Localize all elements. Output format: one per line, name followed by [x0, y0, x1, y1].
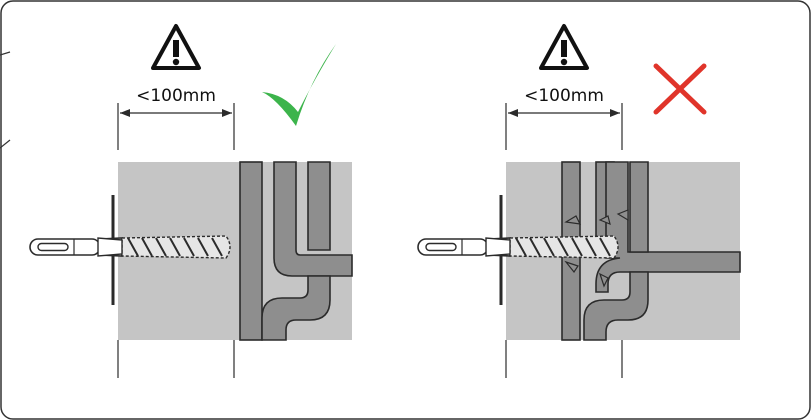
- panel-incorrect: <100mm: [417, 24, 741, 378]
- pipe-right: [307, 161, 331, 251]
- warning-triangle-icon: [539, 24, 589, 70]
- warning-triangle-icon: [151, 24, 201, 70]
- checkmark-icon: [262, 44, 336, 126]
- pipe-s-bend: [583, 271, 649, 341]
- pipe-bent-upper: [273, 161, 353, 277]
- pipe-bent: [595, 161, 741, 293]
- dimension-label: <100mm: [524, 86, 604, 106]
- edge-tick: [0, 139, 11, 149]
- edge-tick: [0, 51, 11, 56]
- pipe-vertical: [239, 161, 263, 341]
- panel-correct: <100mm: [29, 24, 353, 378]
- pipe-s-bend: [261, 275, 331, 341]
- cross-icon: [653, 63, 707, 115]
- dimension-label: <100mm: [136, 86, 216, 106]
